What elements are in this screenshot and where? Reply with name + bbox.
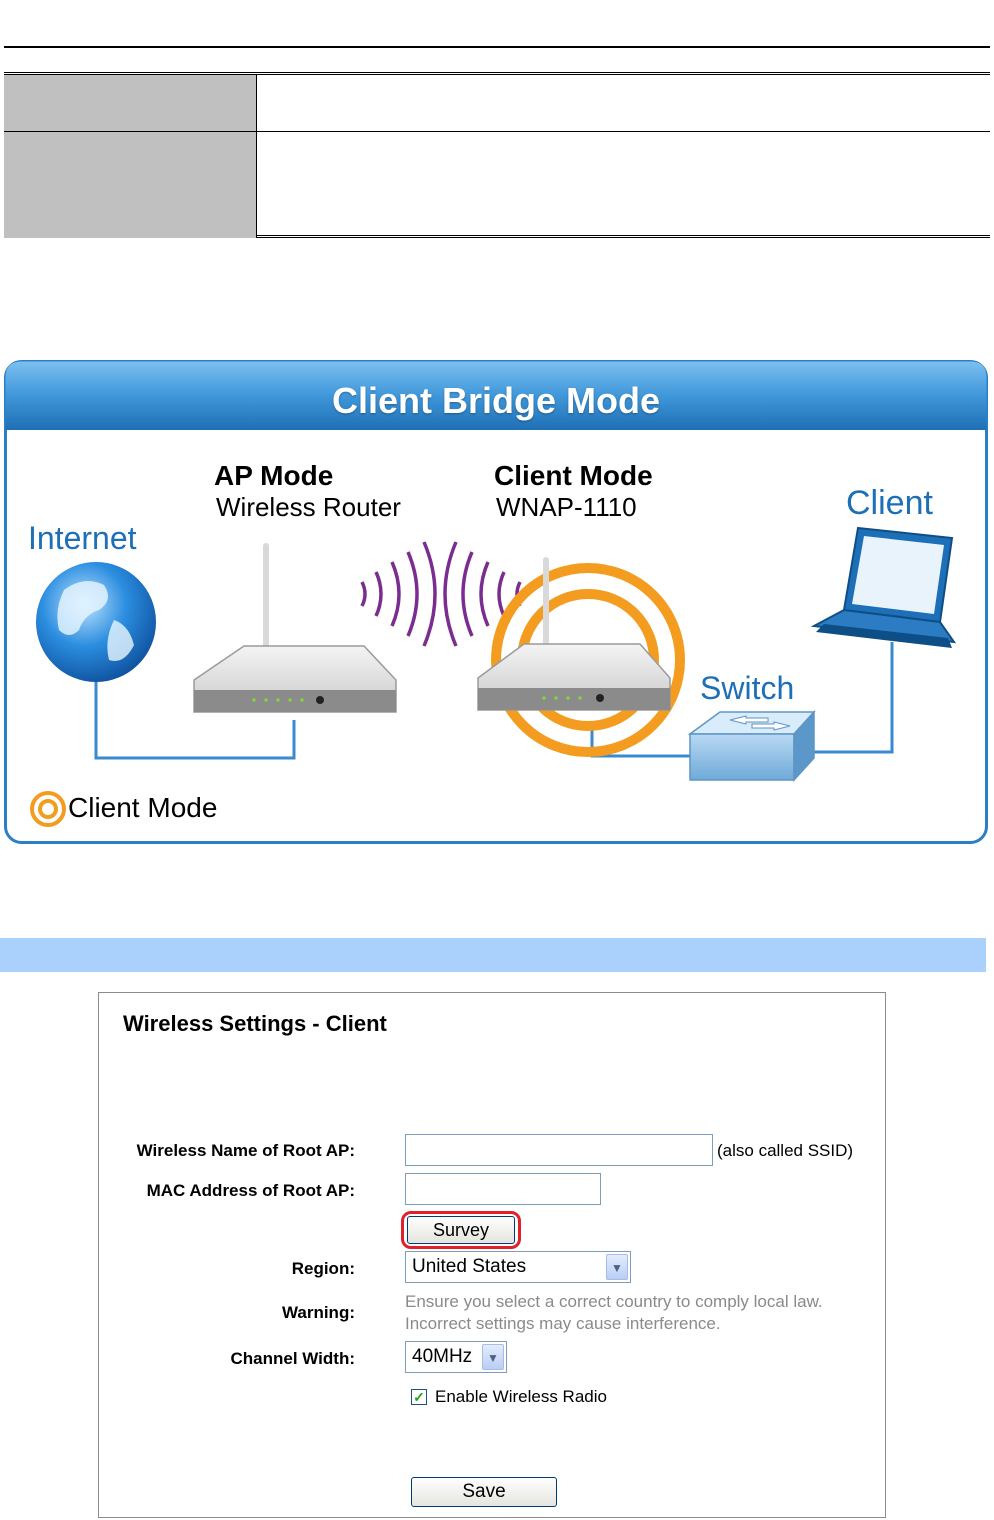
internet-label: Internet [28,520,137,556]
header-rule [4,46,990,48]
client-mode-ring [491,563,685,757]
parameter-table [4,72,990,238]
switch-label: Switch [700,670,795,706]
wireless-settings-panel: Wireless Settings - Client Wireless Name… [98,992,886,1518]
panel-title: Wireless Settings - Client [123,1011,387,1036]
client-label: Client [846,484,933,522]
diagram-frame [4,360,988,844]
chevron-down-icon[interactable]: ▼ [482,1344,504,1370]
region-value: United States [412,1256,527,1277]
table-row [4,75,990,132]
warning-label: Warning: [281,1303,355,1322]
client-bridge-diagram: Client Bridge Mode Internet AP Mode Wire… [4,360,988,844]
diagram-header-bar [5,361,987,430]
ssid-hint: (also called SSID) [717,1141,854,1160]
mac-label: MAC Address of Root AP: [146,1181,355,1200]
globe-icon [36,562,156,682]
warning-line-2: Incorrect settings may cause interferenc… [405,1314,721,1333]
chevron-down-icon[interactable]: ▼ [606,1254,628,1280]
diagram-title: Client Bridge Mode [331,380,660,421]
table-desc-cell [257,132,990,238]
table-label-cell [4,132,257,238]
survey-highlight [401,1211,521,1249]
diagram-graphics [4,360,988,844]
table-desc-cell [257,75,990,131]
table-row [4,132,990,238]
switch-client-cable [804,642,894,754]
legend-label: Client Mode [68,792,218,823]
section-band [0,938,986,972]
router-label: Wireless Router [216,492,401,522]
survey-button[interactable]: Survey [407,1216,515,1244]
client-mode-label: Client Mode [494,460,653,491]
enable-radio-checkbox[interactable]: ✓ [411,1389,427,1405]
mac-input[interactable] [405,1173,601,1205]
channel-width-value: 40MHz [412,1346,473,1367]
device-label: WNAP-1110 [496,492,637,522]
channel-width-label: Channel Width: [230,1349,356,1368]
ssid-label: Wireless Name of Root AP: [136,1141,355,1160]
warning-line-1: Ensure you select a correct country to c… [405,1292,823,1311]
enable-radio-label: Enable Wireless Radio [435,1387,607,1406]
internet-router-cable [94,680,296,760]
region-select[interactable]: United States ▼ [405,1251,631,1283]
region-label: Region: [291,1259,355,1278]
ssid-input[interactable] [405,1134,713,1166]
legend-ring-icon [30,791,66,827]
save-button[interactable]: Save [411,1477,557,1507]
table-label-cell [4,75,257,131]
ap-mode-label: AP Mode [214,460,334,491]
channel-width-select[interactable]: 40MHz ▼ [405,1341,507,1373]
